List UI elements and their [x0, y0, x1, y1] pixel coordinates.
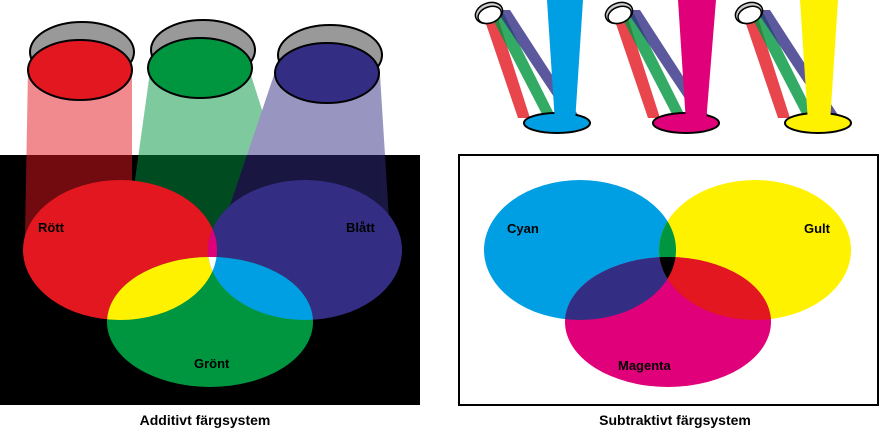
label-blue: Blått	[346, 220, 376, 235]
red-overlap	[659, 257, 771, 320]
yellow-filter-demo	[734, 0, 852, 134]
yellow-overlap	[107, 257, 217, 320]
blue-spotlight	[274, 24, 383, 104]
red-spotlight	[27, 21, 135, 101]
label-magenta: Magenta	[618, 358, 672, 373]
additive-caption: Additivt färgsystem	[139, 412, 271, 428]
label-cyan: Cyan	[507, 221, 539, 236]
green-spotlight	[147, 19, 256, 99]
cyan-filter-demo	[474, 0, 591, 134]
cyan-overlap	[208, 257, 313, 320]
label-red: Rött	[38, 220, 65, 235]
blue-overlap	[565, 257, 676, 320]
magenta-filter-demo	[604, 0, 720, 134]
label-yellow: Gult	[804, 221, 831, 236]
subtractive-caption: Subtraktivt färgsystem	[599, 412, 751, 428]
label-green: Grönt	[194, 356, 230, 371]
